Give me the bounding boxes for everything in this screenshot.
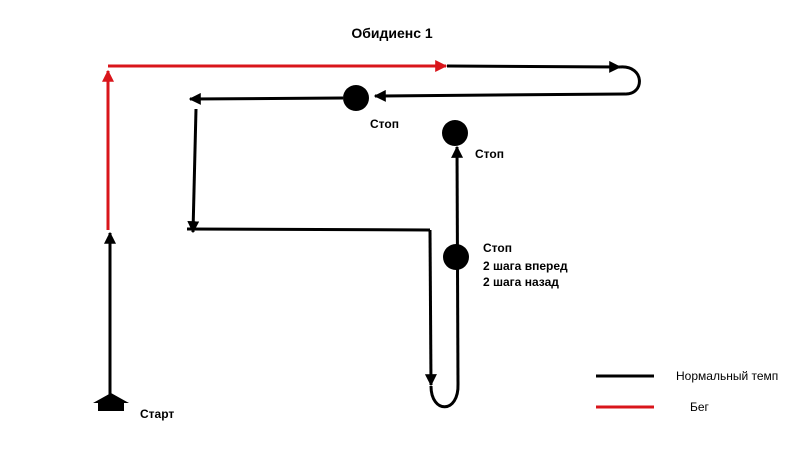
steps-back-label: 2 шага назад xyxy=(483,275,559,289)
start-label: Старт xyxy=(140,407,174,421)
stop-label-top: Стоп xyxy=(370,117,399,131)
stop-label-end: Стоп xyxy=(475,147,504,161)
steps-forward-label: 2 шага вперед xyxy=(483,259,568,273)
path-down-left xyxy=(187,108,200,234)
start-marker-icon xyxy=(93,393,129,411)
path-top-right xyxy=(446,60,622,73)
legend-run-label: Бег xyxy=(690,400,710,414)
stop-dot-top xyxy=(343,85,369,111)
path-return-left xyxy=(373,89,626,102)
diagram-title: Обидиенс 1 xyxy=(351,25,433,41)
stop-label-middle: Стоп xyxy=(483,241,512,255)
path-down-right xyxy=(424,229,437,387)
path-left-to-corner xyxy=(188,92,344,105)
path-u-turn-bottom xyxy=(429,383,460,409)
stop-dot-end xyxy=(442,120,468,146)
legend-normal-label: Нормальный темп xyxy=(676,369,778,383)
path-u-turn-top xyxy=(619,65,641,96)
path-middle-right xyxy=(186,227,431,232)
stop-dot-middle xyxy=(443,244,469,270)
